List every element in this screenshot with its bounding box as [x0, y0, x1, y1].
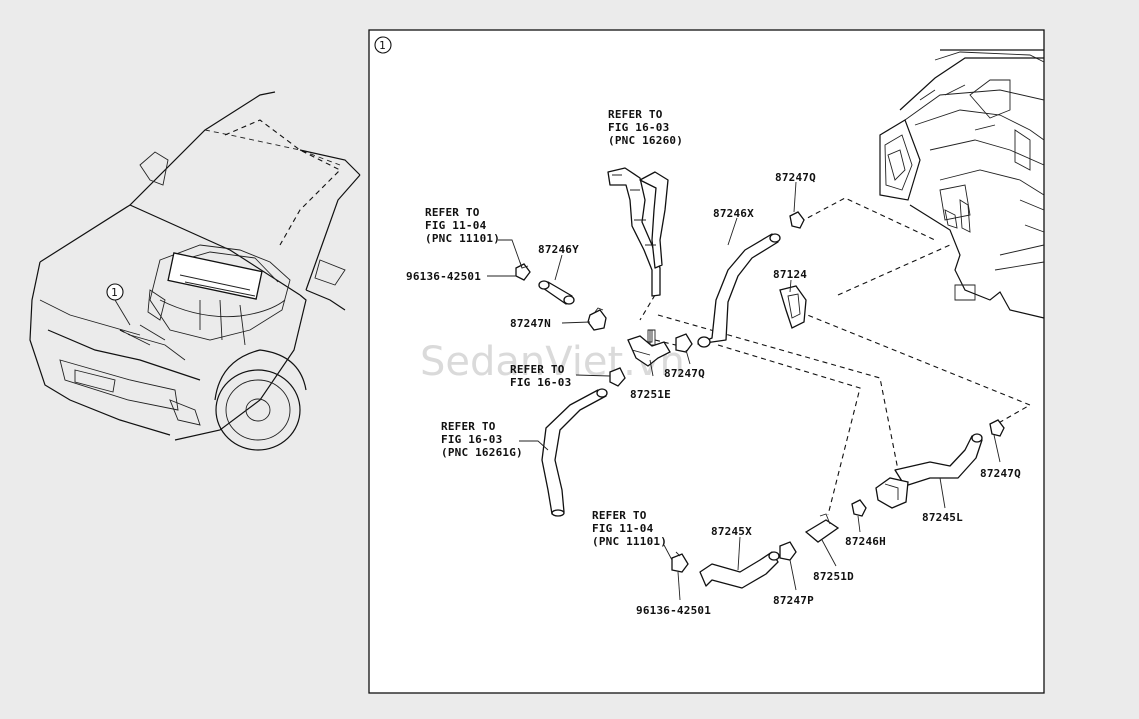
heater-unit: [879, 49, 1045, 319]
label-87246h: 87246H: [845, 535, 886, 548]
part-87124: [779, 285, 807, 329]
label-87251d: 87251D: [813, 570, 854, 583]
part-87247q-top: [789, 211, 805, 229]
label-96136-bottom: 96136-42501: [636, 604, 711, 617]
label-87124: 87124: [773, 268, 807, 281]
vehicle-overview: 1: [29, 91, 361, 451]
ref-left-upper-line1: REFER TO: [425, 206, 480, 219]
hose-ref-16260: [607, 167, 669, 346]
ref-left-lower-line1: REFER TO: [441, 420, 496, 433]
hose-ref-16261g: [541, 388, 608, 517]
label-87247q-right: 87247Q: [980, 467, 1021, 480]
ref-left-lower-line2: FIG 16-03: [441, 433, 502, 446]
part-87247p: [779, 541, 797, 561]
label-87247n: 87247N: [510, 317, 551, 330]
ref-bottom-line2: FIG 11-04: [592, 522, 654, 535]
frame-index-number: 1: [379, 39, 386, 52]
part-87251d: [804, 513, 840, 543]
part-87251e: [627, 329, 671, 367]
ref-bottom-line3: (PNC 11101): [592, 535, 667, 548]
ref-left-mid-line1: REFER TO: [510, 363, 565, 376]
ref-top-line1: REFER TO: [608, 108, 663, 121]
label-87247q-top: 87247Q: [775, 171, 816, 184]
label-87246x: 87246X: [713, 207, 754, 220]
label-87245l: 87245L: [922, 511, 963, 524]
ref-bottom-line1: REFER TO: [592, 509, 647, 522]
leader-lines: [487, 181, 1001, 601]
part-87246h: [851, 499, 867, 517]
ref-left-mid-line2: FIG 16-03: [510, 376, 571, 389]
label-96136-top: 96136-42501: [406, 270, 481, 283]
label-87251e: 87251E: [630, 388, 671, 401]
part-87247q-right: [989, 419, 1005, 437]
part-87247q-mid: [675, 333, 693, 353]
frame-index-marker: [374, 36, 392, 54]
label-87245x: 87245X: [711, 525, 752, 538]
vehicle-callout-number: 1: [111, 286, 118, 299]
ref-left-lower-line3: (PNC 16261G): [441, 446, 523, 459]
ref-left-upper-line2: FIG 11-04: [425, 219, 487, 232]
part-87246x: [697, 233, 781, 348]
part-87245x: [699, 551, 780, 589]
label-87247q-mid: 87247Q: [664, 367, 705, 380]
label-87246y: 87246Y: [538, 243, 579, 256]
clip-96136-bottom: [671, 551, 689, 573]
label-87247p: 87247P: [773, 594, 814, 607]
ref-left-upper-line3: (PNC 11101): [425, 232, 500, 245]
part-87245l: [875, 433, 983, 509]
clip-ref-16-03: [609, 367, 626, 387]
ref-top-line3: (PNC 16260): [608, 134, 683, 147]
ref-top-line2: FIG 16-03: [608, 121, 669, 134]
part-87246y: [538, 280, 575, 305]
